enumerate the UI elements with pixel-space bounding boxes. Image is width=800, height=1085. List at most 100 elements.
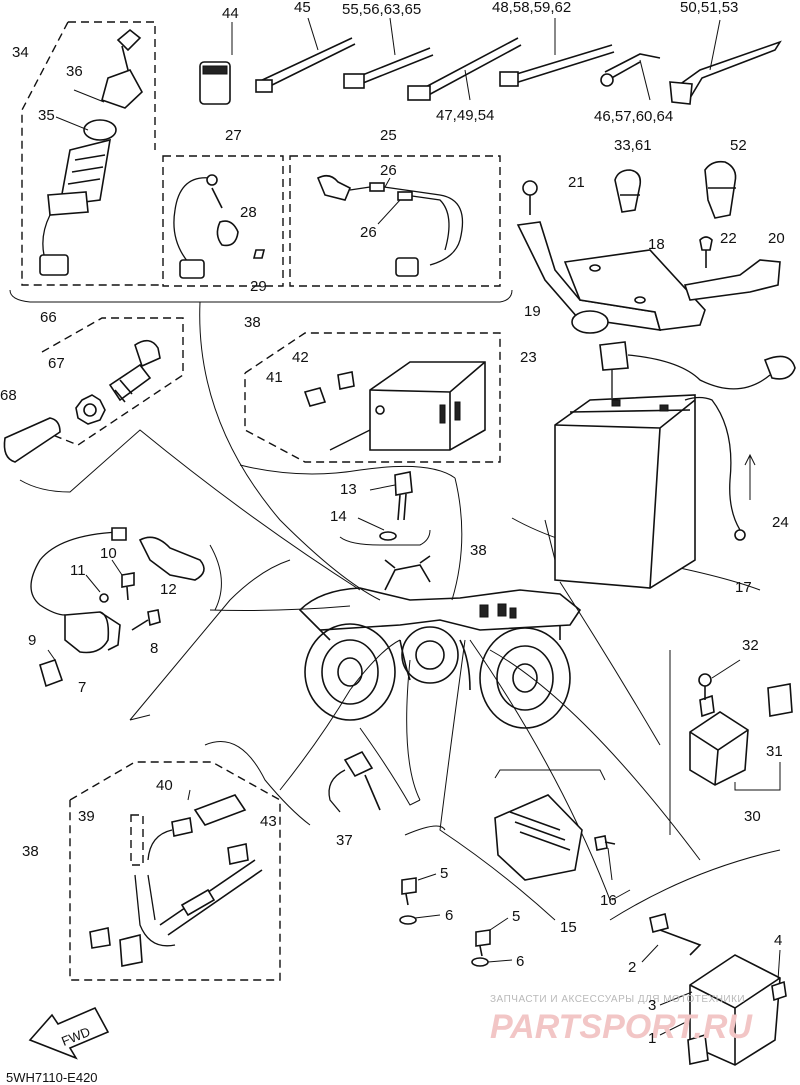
callout-26a: 26 xyxy=(380,162,397,179)
callout-25: 25 xyxy=(380,127,397,144)
callout-5b: 5 xyxy=(512,908,520,925)
callout-2: 2 xyxy=(628,959,636,976)
diagram-code: 5WH7110-E420 xyxy=(6,1070,98,1085)
switch-13 xyxy=(339,471,431,546)
callout-47: 47,49,54 xyxy=(436,107,494,124)
box-harness-38 xyxy=(69,761,281,981)
callout-38c: 38 xyxy=(22,843,39,860)
callout-15: 15 xyxy=(560,919,577,936)
key-36 xyxy=(101,69,143,109)
callout-36: 36 xyxy=(66,63,83,80)
box-main-switch xyxy=(21,21,160,286)
ecu-38 xyxy=(303,361,486,451)
callout-31: 31 xyxy=(766,743,783,760)
callout-10: 10 xyxy=(100,545,117,562)
callout-19: 19 xyxy=(524,303,541,320)
callout-21: 21 xyxy=(568,174,585,191)
callout-38a: 38 xyxy=(244,314,261,331)
callout-39: 39 xyxy=(78,808,95,825)
boundary-lines xyxy=(9,289,781,921)
battery-17 xyxy=(554,341,796,589)
watermark-line1: ЗАПЧАСТИ И АКСЕССУАРЫ ДЛЯ МОТОТЕХНИКИ xyxy=(490,994,745,1005)
callout-33: 33,61 xyxy=(614,137,652,154)
nut-67 xyxy=(75,394,106,425)
box-sensor-25 xyxy=(289,155,501,287)
callout-68: 68 xyxy=(0,387,17,404)
box-39 xyxy=(130,814,144,866)
group-boxes xyxy=(21,21,501,981)
callout-labels: 34 36 35 44 45 55,56,63,65 48,58,59,62 5… xyxy=(0,0,789,1047)
cap-68 xyxy=(3,417,61,463)
sensor-37 xyxy=(328,750,381,813)
box-ecu-38 xyxy=(244,332,501,463)
callout-4: 4 xyxy=(774,932,782,949)
connector-40 xyxy=(193,794,247,826)
callout-28: 28 xyxy=(240,204,257,221)
callout-34: 34 xyxy=(12,44,29,61)
callout-14: 14 xyxy=(330,508,347,525)
band-45 xyxy=(257,37,356,91)
atv-vehicle xyxy=(298,555,582,729)
fuse-31 xyxy=(767,683,793,717)
plug-9 xyxy=(39,658,64,688)
watermark-line2: PARTSPORT.RU xyxy=(490,1008,753,1046)
rectifier-15 xyxy=(494,794,616,881)
sensor-25 xyxy=(316,174,464,277)
callout-3: 3 xyxy=(648,997,656,1014)
callout-41: 41 xyxy=(266,369,283,386)
callout-18: 18 xyxy=(648,236,665,253)
fwd-arrow xyxy=(28,1006,110,1060)
damper-19 xyxy=(571,310,609,334)
callout-32: 32 xyxy=(742,637,759,654)
box-sensor-27 xyxy=(162,155,284,287)
clips xyxy=(614,160,737,219)
callout-12: 12 xyxy=(160,581,177,598)
callout-9: 9 xyxy=(28,632,36,649)
callout-24: 24 xyxy=(772,514,789,531)
callout-40: 40 xyxy=(156,777,173,794)
callout-50: 50,51,53 xyxy=(680,0,738,16)
bolts-5-6 xyxy=(399,873,513,967)
plate-20 xyxy=(683,259,781,301)
brackets xyxy=(516,180,781,334)
callout-23: 23 xyxy=(520,349,537,366)
callout-67: 67 xyxy=(48,355,65,372)
callout-44: 44 xyxy=(222,5,239,22)
callout-20: 20 xyxy=(768,230,785,247)
relay-30 xyxy=(689,659,793,791)
callout-48: 48,58,59,62 xyxy=(492,0,571,16)
callout-35: 35 xyxy=(38,107,55,124)
callout-42: 42 xyxy=(292,349,309,366)
callout-66: 66 xyxy=(40,309,57,326)
harness-38 xyxy=(89,789,263,967)
callout-46: 46,57,60,64 xyxy=(594,108,673,125)
callout-37: 37 xyxy=(336,832,353,849)
callout-22: 22 xyxy=(720,230,737,247)
callout-55: 55,56,63,65 xyxy=(342,1,421,18)
box-socket-66 xyxy=(39,317,184,446)
main-switch-group xyxy=(39,28,143,276)
top-parts xyxy=(199,17,782,105)
callout-52: 52 xyxy=(730,137,747,154)
coil-group xyxy=(30,527,205,688)
callout-7: 7 xyxy=(78,679,86,696)
callout-26b: 26 xyxy=(360,224,377,241)
sensor-27 xyxy=(173,174,266,279)
callout-30: 30 xyxy=(744,808,761,825)
callout-17: 17 xyxy=(735,579,752,596)
callout-5a: 5 xyxy=(440,865,448,882)
callout-29: 29 xyxy=(250,278,267,295)
coil-7 xyxy=(64,611,110,654)
callout-45: 45 xyxy=(294,0,311,16)
callout-16: 16 xyxy=(600,892,617,909)
washer-14 xyxy=(379,531,397,541)
callout-13: 13 xyxy=(340,481,357,498)
callout-27: 27 xyxy=(225,127,242,144)
callout-43: 43 xyxy=(260,813,277,830)
callout-1: 1 xyxy=(648,1030,656,1047)
cap-12 xyxy=(138,536,205,581)
callout-11: 11 xyxy=(70,562,86,579)
fuse-23 xyxy=(599,341,629,371)
